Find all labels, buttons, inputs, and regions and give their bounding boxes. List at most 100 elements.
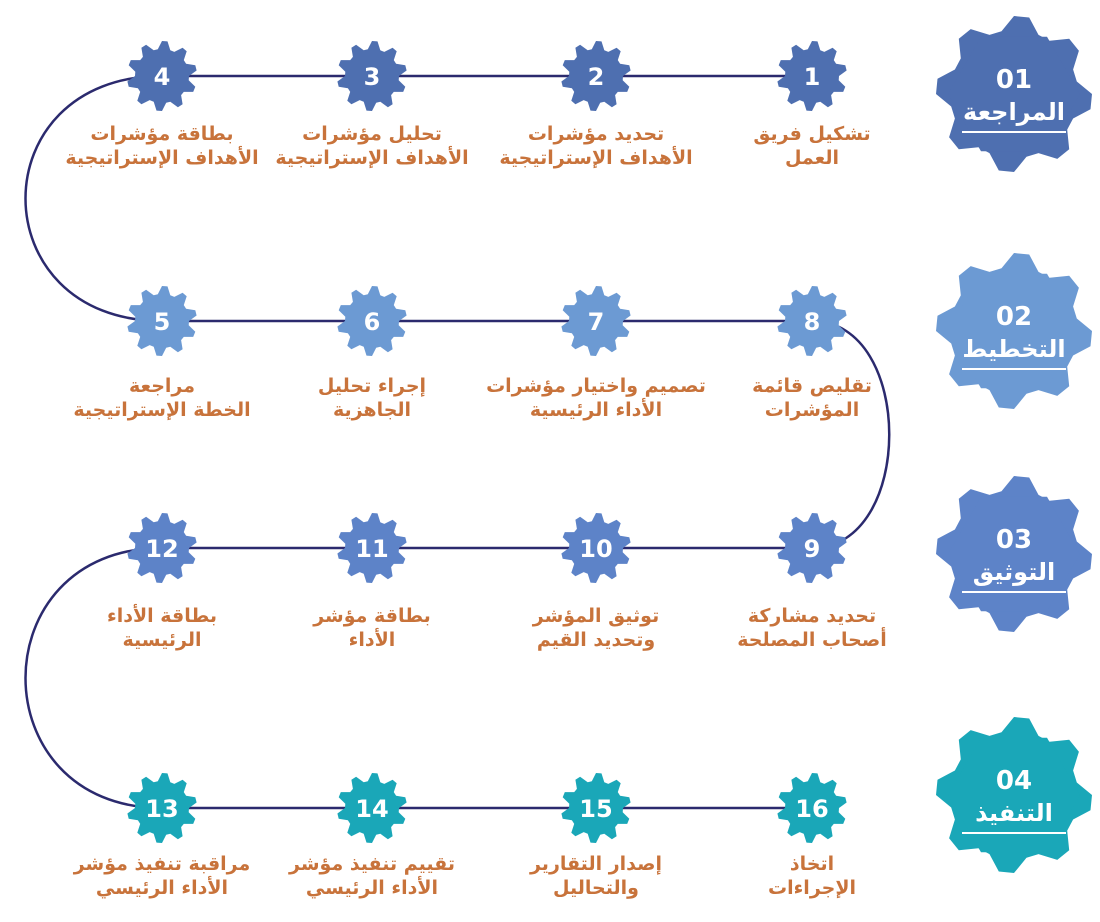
gear-icon xyxy=(777,513,847,583)
step-label-line: تقليص قائمة xyxy=(752,375,872,397)
phase-title: التخطيط xyxy=(962,335,1065,363)
phase-title: التوثيق xyxy=(973,558,1056,586)
gear-icon xyxy=(127,41,197,111)
phase-number: 04 xyxy=(996,766,1032,796)
step-number: 12 xyxy=(145,535,178,563)
step-number: 11 xyxy=(355,535,388,563)
step-number: 5 xyxy=(154,308,171,336)
step-label-line: مراقبة تنفيذ مؤشر xyxy=(73,853,251,875)
step-number: 9 xyxy=(804,535,821,563)
step-label-line: توثيق المؤشر xyxy=(532,605,659,627)
gear-icon xyxy=(561,513,631,583)
step-label-line: بطاقة مؤشر xyxy=(312,605,431,627)
step-label-line: الأهداف الإستراتيجية xyxy=(499,146,692,169)
step-number: 14 xyxy=(355,795,388,823)
step-number: 2 xyxy=(588,63,605,91)
step-number: 4 xyxy=(154,63,171,91)
hexagon-shape xyxy=(948,273,1080,389)
phase-title: التنفيذ xyxy=(975,799,1053,827)
step-label-line: إجراء تحليل xyxy=(318,375,426,397)
step-number: 13 xyxy=(145,795,178,823)
gear-icon xyxy=(777,41,847,111)
gear-icon xyxy=(561,41,631,111)
step-label-line: الجاهزية xyxy=(333,399,411,421)
step-label-line: تحديد مؤشرات xyxy=(528,123,664,145)
step-label-line: الأهداف الإستراتيجية xyxy=(275,146,468,169)
gear-icon xyxy=(337,773,407,843)
hexagon-shape xyxy=(948,36,1080,152)
hexagon-shape xyxy=(948,496,1080,612)
step-label-line: مراجعة xyxy=(129,375,195,397)
gear-icon xyxy=(561,286,631,356)
hexagon-shape xyxy=(948,737,1080,853)
step-label-line: والتحاليل xyxy=(553,877,639,899)
step-number: 8 xyxy=(804,308,821,336)
step-number: 1 xyxy=(804,63,821,91)
gear-icon xyxy=(127,286,197,356)
step-label-line: اتخاذ xyxy=(790,853,834,875)
step-number: 15 xyxy=(579,795,612,823)
gear-icon xyxy=(561,773,631,843)
step-label-line: تشكيل فريق xyxy=(753,123,870,145)
step-number: 3 xyxy=(364,63,381,91)
gear-icon xyxy=(337,41,407,111)
phase-number: 02 xyxy=(996,302,1032,332)
step-label-line: العمل xyxy=(785,147,839,169)
phase-04: 04 التنفيذ xyxy=(936,717,1092,873)
step-label-line: الرئيسية xyxy=(123,629,202,651)
step-label-line: المؤشرات xyxy=(765,399,859,421)
phase-01: 01 المراجعة xyxy=(936,16,1092,172)
step-label-line: أصحاب المصلحة xyxy=(737,627,887,651)
step-number: 6 xyxy=(364,308,381,336)
step-number: 7 xyxy=(588,308,605,336)
gear-icon xyxy=(777,773,847,843)
gear-icon xyxy=(337,286,407,356)
phase-02: 02 التخطيط xyxy=(936,253,1092,409)
step-label-line: الأداء الرئيسي xyxy=(96,876,228,899)
step-label-line: الأداء الرئيسية xyxy=(530,398,662,421)
step-label-line: تحليل مؤشرات xyxy=(302,123,442,145)
gear-icon xyxy=(777,286,847,356)
gear-icon xyxy=(127,773,197,843)
step-label-line: الإجراءات xyxy=(768,877,856,899)
step-number: 10 xyxy=(579,535,612,563)
gear-icon xyxy=(337,513,407,583)
step-label-line: الأداء xyxy=(349,628,396,651)
phase-title: المراجعة xyxy=(963,98,1065,126)
step-label-line: وتحديد القيم xyxy=(537,629,655,651)
step-label-line: تقييم تنفيذ مؤشر xyxy=(288,853,455,875)
step-label-line: تحديد مشاركة xyxy=(748,605,876,627)
step-label-line: الأهداف الإستراتيجية xyxy=(65,146,258,169)
connector-curve-right xyxy=(811,319,891,550)
connector-curve-left-2 xyxy=(24,546,163,810)
step-number: 16 xyxy=(795,795,828,823)
step-label-line: الخطة الإستراتيجية xyxy=(73,399,250,421)
phase-number: 01 xyxy=(996,65,1032,95)
step-label-line: بطاقة الأداء xyxy=(107,604,217,627)
gear-icon xyxy=(127,513,197,583)
step-label-line: بطاقة مؤشرات xyxy=(90,123,233,145)
step-label-line: تصميم واختيار مؤشرات xyxy=(486,375,706,397)
connector-lines xyxy=(24,74,891,810)
